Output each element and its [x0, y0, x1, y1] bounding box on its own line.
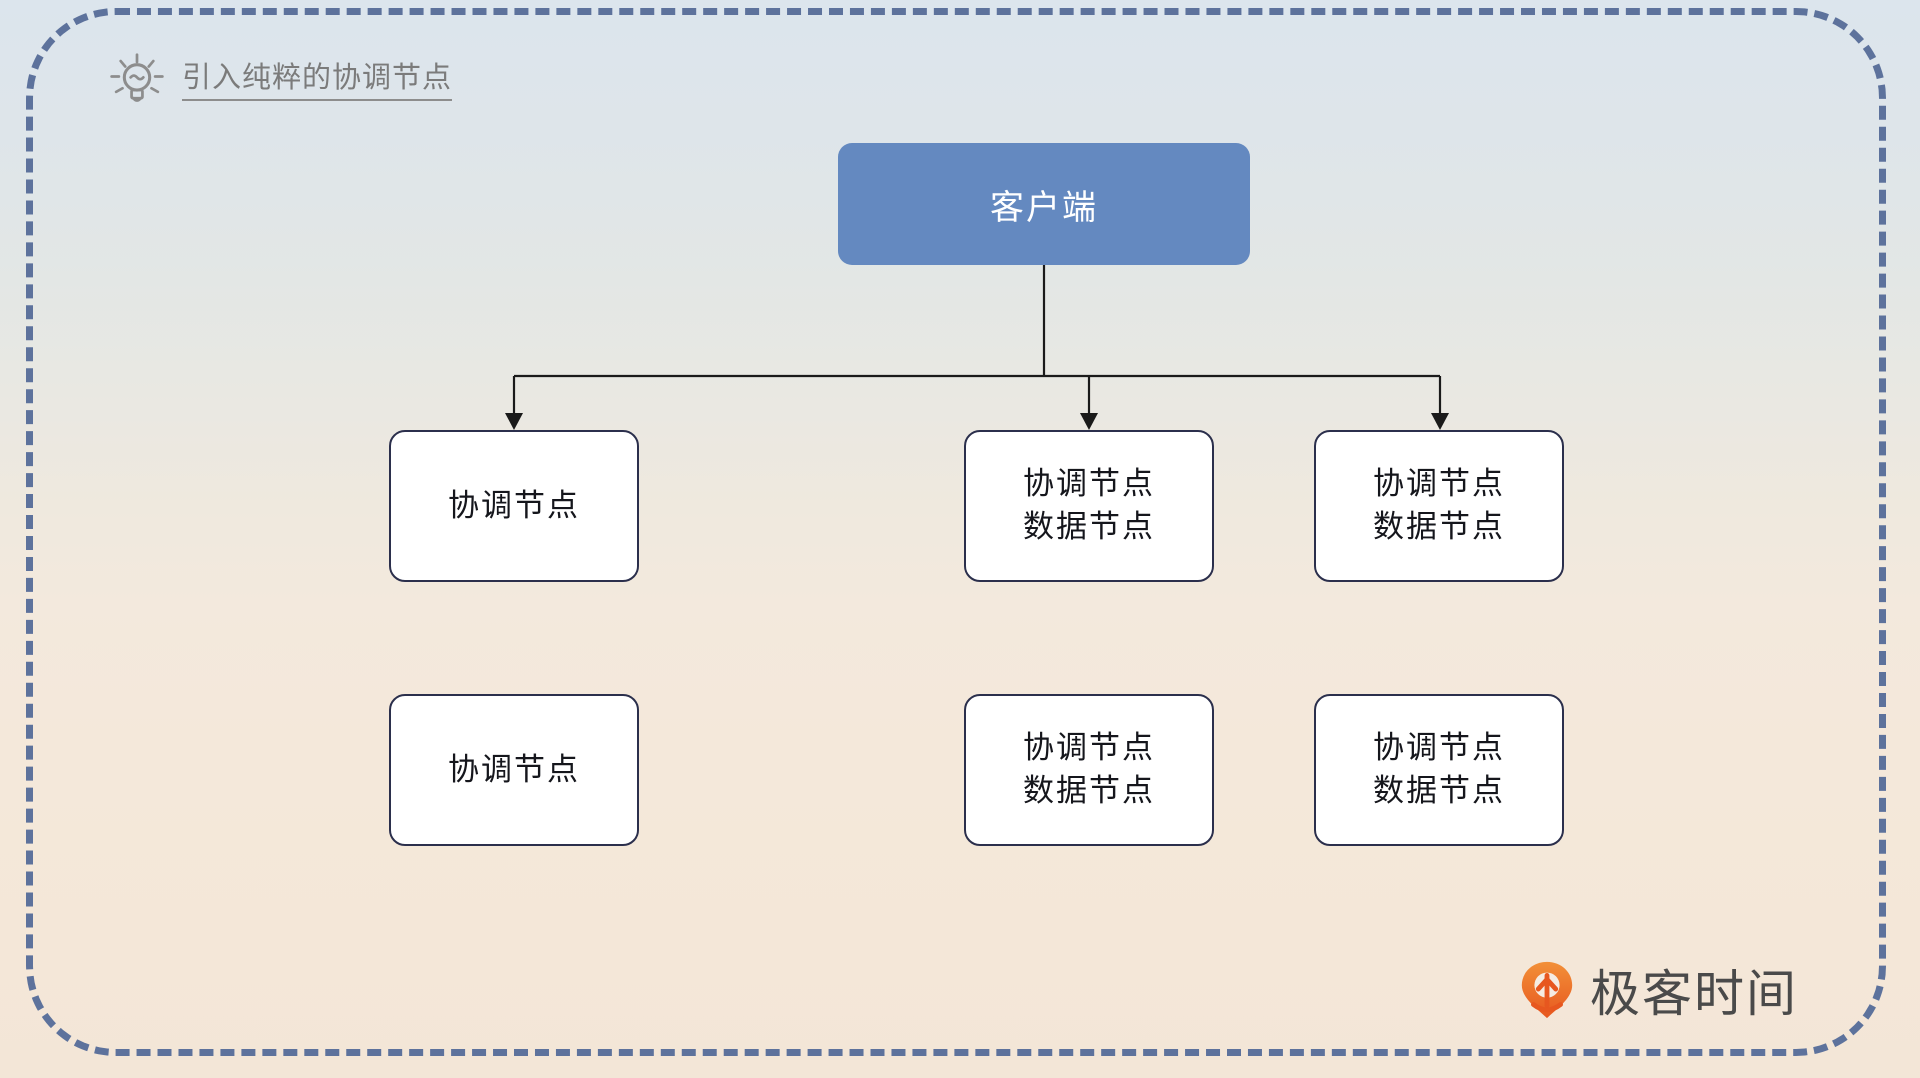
arrowhead-left	[505, 413, 523, 430]
client-node[interactable]: 客户端	[838, 143, 1250, 265]
coordinating-data-node-3[interactable]: 协调节点 数据节点	[964, 694, 1214, 846]
node-label-line-1: 协调节点	[1023, 730, 1155, 766]
client-node-label: 客户端	[990, 188, 1098, 227]
page-title: 引入纯粹的协调节点	[182, 61, 453, 101]
node-label-line-2: 数据节点	[1023, 773, 1155, 808]
node-label-line-1: 协调节点	[1373, 730, 1505, 766]
coordinating-data-node-2[interactable]: 协调节点 数据节点	[1314, 430, 1564, 582]
coordinating-node-1[interactable]: 协调节点	[389, 430, 639, 582]
brand-name: 极客时间	[1590, 966, 1798, 1022]
lightbulb-icon	[110, 53, 164, 102]
arrowhead-right	[1431, 413, 1449, 430]
arrowhead-center	[1080, 413, 1098, 430]
node-label-line-2: 数据节点	[1023, 509, 1155, 544]
node-label-line-2: 数据节点	[1373, 773, 1505, 808]
node-label-line-1: 协调节点	[448, 487, 580, 523]
node-label-line-1: 协调节点	[448, 751, 580, 787]
coordinating-data-node-4[interactable]: 协调节点 数据节点	[1314, 694, 1564, 846]
coordinating-node-2[interactable]: 协调节点	[389, 694, 639, 846]
slide-header: 引入纯粹的协调节点	[108, 52, 453, 110]
node-label-line-2: 数据节点	[1373, 509, 1505, 544]
coordinating-data-node-1[interactable]: 协调节点 数据节点	[964, 430, 1214, 582]
brand-logo: 极客时间	[1516, 954, 1798, 1026]
geektime-pin-icon	[1521, 961, 1573, 1019]
node-label-line-1: 协调节点	[1023, 466, 1155, 502]
node-label-line-1: 协调节点	[1373, 466, 1505, 502]
